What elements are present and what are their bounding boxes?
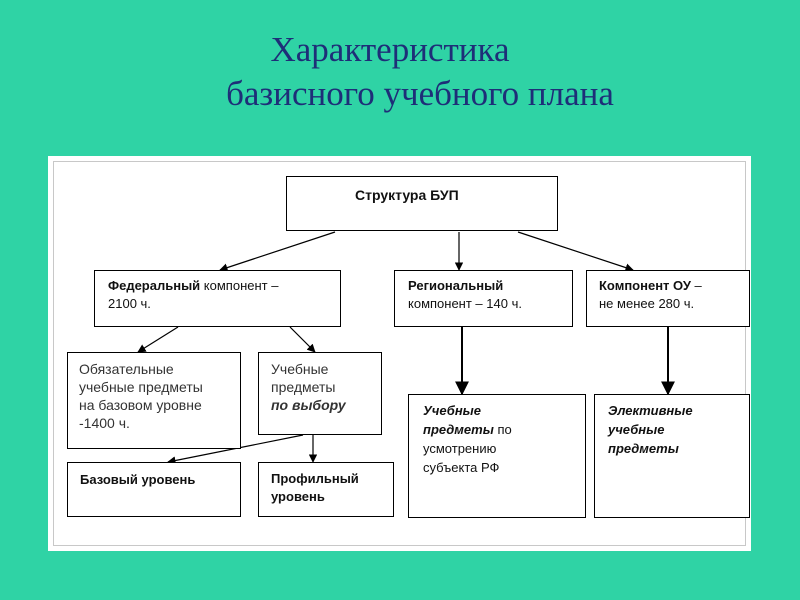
ou-hours: не менее 280 ч.: [599, 296, 695, 311]
elective-courses-line-1: Элективные: [608, 403, 693, 418]
choice-line-2: предметы: [271, 379, 336, 395]
regional-subjects-line-4: субъекта РФ: [423, 460, 500, 475]
elective-courses-line-2: учебные: [608, 422, 665, 437]
arrow-root-to-federal: [219, 231, 336, 272]
root-label: Структура БУП: [355, 187, 459, 203]
federal-label-bold: Федеральный: [108, 278, 201, 293]
federal-label-rest: компонент –: [200, 278, 279, 293]
slide-title: Характеристика базисного учебного плана: [0, 28, 800, 116]
title-line-1: Характеристика: [270, 30, 510, 69]
basic-level-label: Базовый уровень: [80, 472, 196, 487]
regional-subjects-bold-1: Учебные: [423, 403, 482, 418]
regional-hours: компонент – 140 ч.: [408, 296, 522, 311]
elective-courses-box: Элективные учебные предметы: [594, 394, 750, 518]
arrow-federal-to-mandatory: [137, 326, 179, 353]
component-ou-box: Компонент ОУ – не менее 280 ч.: [586, 270, 750, 327]
regional-subjects-line-3: усмотрению: [423, 441, 497, 456]
connector-arrows: [137, 231, 675, 465]
title-line-2: базисного учебного плана: [226, 74, 614, 113]
ou-label-rest: –: [690, 278, 702, 293]
diagram-frame: [53, 161, 746, 546]
mandatory-line-1: Обязательные: [79, 361, 174, 377]
profile-level-line-2: уровень: [271, 489, 325, 504]
regional-subjects-rest: по: [493, 422, 512, 437]
mandatory-line-3: на базовом уровне: [79, 397, 202, 413]
elective-choice-box: Учебные предметы по выбору: [258, 352, 382, 435]
mandatory-line-4: -1400 ч.: [79, 415, 130, 431]
federal-hours: 2100 ч.: [108, 296, 151, 311]
mandatory-line-2: учебные предметы: [79, 379, 203, 395]
mandatory-subjects-box: Обязательные учебные предметы на базовом…: [67, 352, 241, 449]
basic-level-box: Базовый уровень: [67, 462, 241, 517]
profile-level-box: Профильный уровень: [258, 462, 394, 517]
choice-line-1: Учебные: [271, 361, 329, 377]
ou-label-bold: Компонент ОУ: [599, 278, 691, 293]
diagram-panel: Структура БУП Федеральный компонент – 21…: [48, 156, 751, 551]
federal-component-box: Федеральный компонент – 2100 ч.: [94, 270, 341, 327]
regional-subjects-box: Учебные предметы по усмотрению субъекта …: [408, 394, 586, 518]
regional-subjects-bold-2: предметы: [423, 422, 494, 437]
arrow-root-to-component-ou: [517, 231, 634, 272]
profile-level-line-1: Профильный: [271, 471, 359, 486]
root-box: Структура БУП: [286, 176, 558, 231]
regional-label-bold: Региональный: [408, 278, 504, 293]
choice-line-3: по выбору: [271, 397, 346, 413]
elective-courses-line-3: предметы: [608, 441, 679, 456]
regional-component-box: Региональный компонент – 140 ч.: [394, 270, 573, 327]
arrow-federal-to-choice: [289, 326, 316, 353]
